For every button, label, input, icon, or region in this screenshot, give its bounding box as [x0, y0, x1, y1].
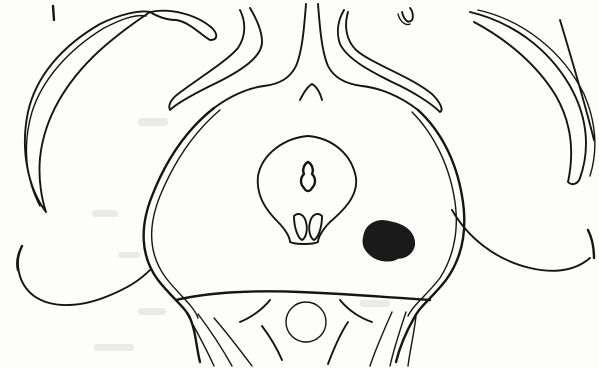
top-right-hooks: [398, 8, 413, 25]
left-inferior-tip: [17, 246, 22, 270]
left-frontal-fold: [169, 8, 262, 110]
bleed-mark: [138, 308, 166, 315]
fiber-tract-line: [198, 314, 232, 366]
cerebral-aqueduct: [301, 162, 315, 191]
fiber-tract-line: [370, 312, 392, 366]
fiber-tract-line: [328, 322, 348, 364]
brainstem-outline: [144, 108, 465, 362]
right-edge-contour: [560, 20, 594, 140]
bleed-through-marks: [92, 118, 390, 351]
midline-stalk: [214, 4, 418, 110]
left-temporal-inner-contour: [26, 16, 146, 206]
pons-base-contour: [176, 291, 430, 300]
brainstem-left-outer: [144, 108, 214, 362]
brainstem-right-inner: [408, 112, 456, 316]
bleed-mark: [138, 118, 168, 126]
bleed-mark: [360, 300, 390, 307]
left-temporal-outer-contour: [25, 12, 150, 213]
left-temporal-gyrus-notch: [150, 11, 216, 40]
bleed-mark: [118, 252, 140, 258]
tegmentum: [258, 136, 356, 244]
left-temporal-lobe: [25, 11, 216, 212]
right-frontal-fold: [338, 10, 442, 112]
lower-fiber-tracts: [186, 300, 416, 366]
right-temporal-outer-contour: [470, 12, 586, 184]
right-inferior-tip: [588, 230, 594, 258]
fiber-tract-line: [214, 318, 252, 366]
right-temporal-lobe: [470, 10, 595, 258]
right-inferior-contour: [452, 210, 590, 271]
midline-left-contour: [214, 4, 306, 108]
bleed-mark: [92, 210, 118, 217]
bleed-mark: [94, 344, 134, 351]
left-nucleus: [294, 214, 307, 240]
stray-mark: [53, 6, 54, 20]
basilar-artery-circle: [286, 302, 326, 342]
midline-notch: [300, 84, 322, 100]
fiber-tract-curve: [240, 300, 270, 322]
lesion-marker: [363, 221, 414, 261]
hook-mark: [402, 8, 413, 22]
brainstem-left-inner: [152, 110, 220, 318]
fiber-tract-line: [262, 326, 282, 360]
